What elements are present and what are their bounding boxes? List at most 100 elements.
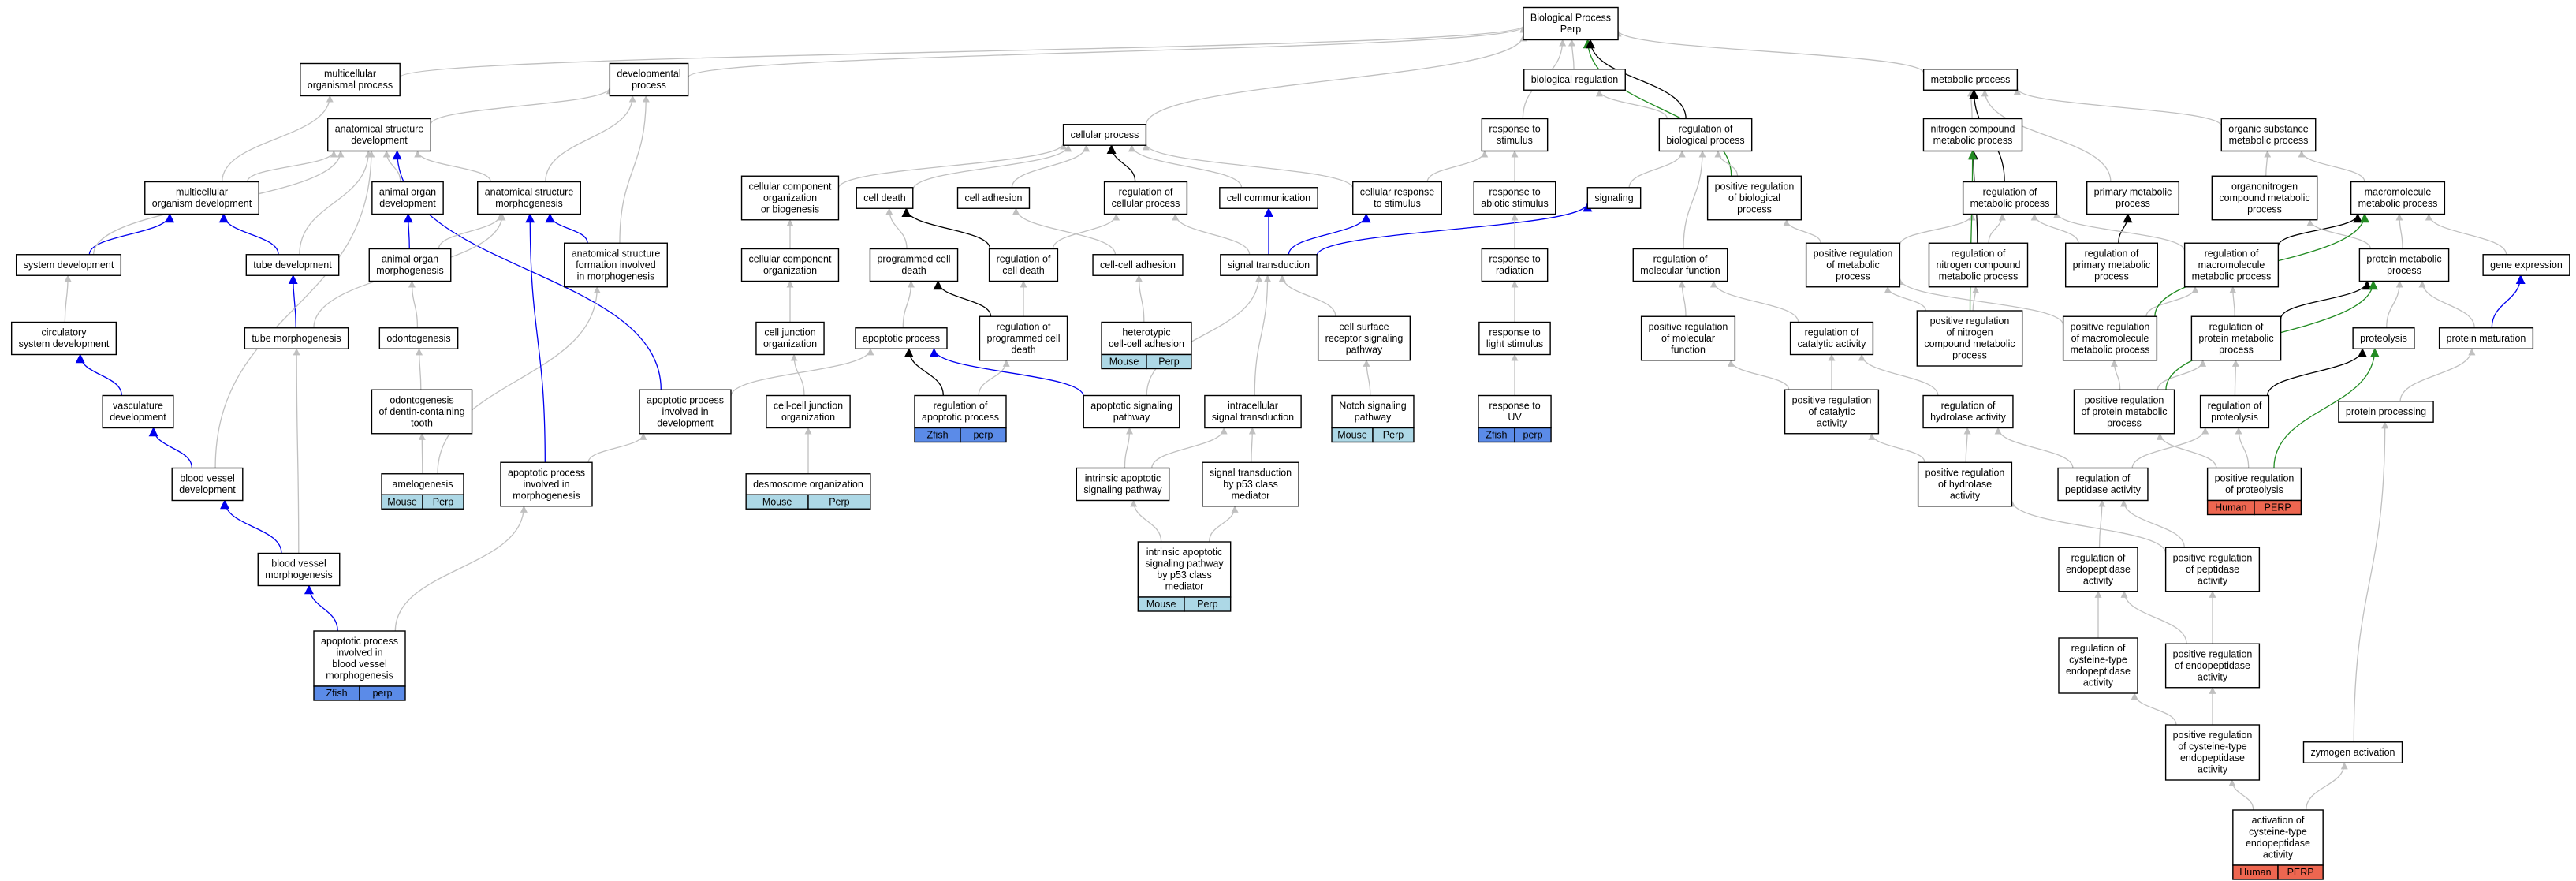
go-term-node: cellular process <box>1062 124 1147 146</box>
go-term-label: of peptidase <box>2186 564 2239 575</box>
go-term-label: morphogenesis <box>495 198 562 209</box>
go-term-box <box>327 118 431 152</box>
go-term-label: protein metabolic <box>2198 333 2273 344</box>
is-a-edge <box>1011 144 1090 188</box>
go-term-label: response to <box>1489 187 1540 198</box>
go-term-label: macromolecule <box>2365 187 2432 198</box>
go-term-label: process <box>2116 198 2150 209</box>
go-term-box <box>371 181 444 215</box>
go-term-label: positive regulation <box>1925 467 2005 478</box>
go-term-label: positive regulation <box>2173 648 2253 659</box>
go-term-label: process <box>1737 203 1772 215</box>
go-term-label: signaling pathway <box>1145 558 1224 569</box>
go-term-node: metabolic process <box>1922 69 2019 91</box>
go-term-box <box>1805 242 1901 288</box>
gene-cell <box>1372 427 1415 443</box>
is-a-edge <box>1899 213 1976 245</box>
go-term-label: anatomical structure <box>485 187 574 198</box>
go-term-box <box>1062 124 1147 146</box>
go-term-label: system development <box>24 259 114 271</box>
go-term-box <box>2211 175 2318 221</box>
go-term-label: metabolic process <box>2071 344 2150 355</box>
go-term-label: multicellular <box>176 187 228 198</box>
go-term-label: zymogen activation <box>2310 747 2395 758</box>
go-term-node: tube development <box>245 254 340 276</box>
is-a-edge <box>214 150 375 468</box>
is-a-edge <box>148 427 193 468</box>
is-a-edge <box>2491 274 2526 328</box>
go-term-label: regulation of <box>1805 327 1859 338</box>
go-term-label: protein processing <box>2346 406 2426 417</box>
go-term-label: morphogenesis <box>326 670 393 681</box>
is-a-edge <box>218 213 279 255</box>
is-a-edge <box>1288 213 1371 255</box>
go-term-label: organic substance <box>2228 124 2309 135</box>
is-a-edge <box>2229 286 2237 317</box>
go-term-label: organization <box>781 412 835 423</box>
go-term-label: primary metabolic <box>2073 259 2151 271</box>
go-term-box <box>2190 315 2282 361</box>
go-term-label: light stimulus <box>1486 338 1543 349</box>
go-term-label: protein maturation <box>2447 333 2526 344</box>
go-term-box <box>1586 187 1642 209</box>
is-a-edge <box>2119 499 2185 548</box>
go-term-label: animal organ <box>379 187 436 198</box>
edge-layer <box>64 24 2526 811</box>
go-term-label: of biological <box>1728 192 1780 203</box>
go-term-label: proteolysis <box>2211 412 2258 423</box>
go-term-label: of metabolic <box>1826 259 1879 271</box>
gene-cell <box>1514 427 1552 443</box>
is-a-edge <box>1363 359 1371 396</box>
species-label: Human <box>2215 502 2246 513</box>
go-term-node: signal transduction <box>1220 254 1318 276</box>
go-term-label: involved in <box>336 648 382 659</box>
is-a-edge <box>2280 280 2373 319</box>
go-term-box <box>2302 741 2403 763</box>
go-term-label: mediator <box>1165 581 1204 592</box>
go-term-box <box>914 394 1007 429</box>
go-term-box <box>371 389 473 435</box>
go-term-label: of molecular <box>1661 333 1715 344</box>
go-term-label: of cysteine-type <box>2178 741 2247 752</box>
go-term-label: cell-cell adhesion <box>1109 338 1184 349</box>
go-term-label: activity <box>2198 764 2228 775</box>
is-a-edge <box>64 274 72 323</box>
is-a-edge <box>1981 89 2112 182</box>
go-term-box <box>740 248 840 282</box>
go-term-label: programmed cell <box>986 333 1060 344</box>
go-term-box <box>855 327 948 349</box>
is-a-edge <box>2156 432 2217 468</box>
go-term-label: response to <box>1489 254 1540 265</box>
is-a-edge <box>418 432 426 474</box>
go-term-box <box>2482 254 2570 276</box>
go-term-label: regulation of <box>1941 401 1996 412</box>
species-label: Zfish <box>1486 430 1507 441</box>
go-term-label: regulation of <box>2208 401 2262 412</box>
go-term-label: peptidase activity <box>2065 484 2142 495</box>
go-term-box <box>2058 547 2138 592</box>
go-term-box <box>2086 181 2180 215</box>
go-term-label: endopeptidase <box>2180 752 2245 763</box>
go-term-node: biological regulation <box>1523 69 1626 91</box>
go-term-label: cell death <box>1002 265 1045 276</box>
is-a-edge <box>688 25 1527 78</box>
gene-cell <box>1184 596 1232 612</box>
is-a-edge <box>2145 286 2199 317</box>
gene-cell <box>1146 353 1192 370</box>
go-term-label: by p53 class <box>1223 479 1277 490</box>
gene-label: perp <box>372 688 392 699</box>
species-label: Mouse <box>1146 599 1176 610</box>
go-term-box <box>244 327 349 349</box>
go-term-label: positive regulation <box>1792 394 1872 405</box>
go-term-box <box>1523 69 1626 91</box>
go-term-box <box>988 248 1059 282</box>
